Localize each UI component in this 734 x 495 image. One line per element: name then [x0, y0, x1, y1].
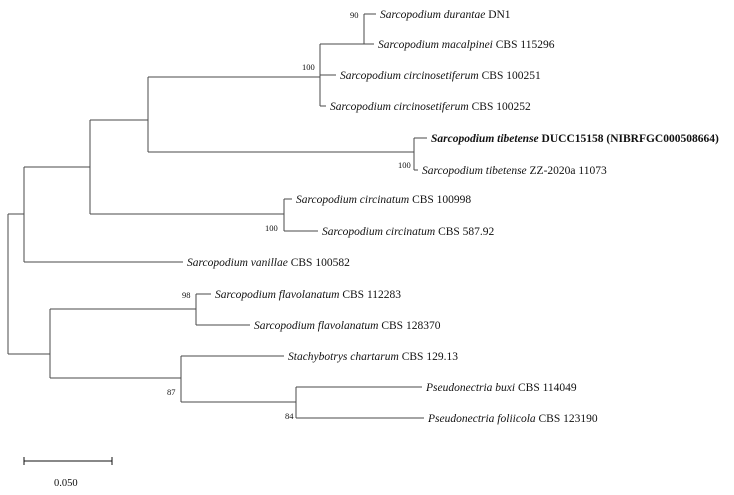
- taxon-label: Pseudonectria buxi CBS 114049: [425, 382, 577, 394]
- bootstrap-value: 98: [182, 290, 191, 300]
- tree-branches: [7, 13, 427, 419]
- taxon-label: Sarcopodium circinosetiferum CBS 100252: [330, 101, 531, 113]
- taxon-label: Sarcopodium flavolanatum CBS 112283: [215, 289, 401, 301]
- taxon-label: Sarcopodium tibetense ZZ-2020a 11073: [422, 165, 607, 177]
- scale-bar-line: [23, 457, 113, 465]
- bootstrap-value: 84: [285, 411, 294, 421]
- taxon-label: Sarcopodium circinatum CBS 587.92: [322, 226, 495, 238]
- bootstrap-value: 100: [265, 223, 278, 233]
- taxon-label-highlighted: Sarcopodium tibetense DUCC15158 (NIBRFGC…: [431, 133, 719, 145]
- bootstrap-values: 90 100 100 100 98 87 84: [167, 10, 411, 421]
- taxon-label: Sarcopodium circinosetiferum CBS 100251: [340, 70, 541, 82]
- taxon-label: Sarcopodium durantae DN1: [380, 9, 511, 21]
- scale-bar-label: 0.050: [54, 478, 78, 489]
- taxon-label: Sarcopodium vanillae CBS 100582: [187, 257, 350, 269]
- taxon-label: Pseudonectria foliicola CBS 123190: [427, 413, 598, 425]
- bootstrap-value: 100: [302, 62, 315, 72]
- taxon-label: Sarcopodium macalpinei CBS 115296: [378, 39, 555, 51]
- bootstrap-value: 90: [350, 10, 359, 20]
- scale-bar: 0.050: [23, 457, 113, 489]
- bootstrap-value: 87: [167, 387, 176, 397]
- taxon-label: Sarcopodium flavolanatum CBS 128370: [254, 320, 441, 332]
- taxon-label: Stachybotrys chartarum CBS 129.13: [288, 351, 458, 363]
- bootstrap-value: 100: [398, 160, 411, 170]
- taxon-labels: Sarcopodium durantae DN1 Sarcopodium mac…: [187, 9, 719, 425]
- taxon-label: Sarcopodium circinatum CBS 100998: [296, 194, 471, 206]
